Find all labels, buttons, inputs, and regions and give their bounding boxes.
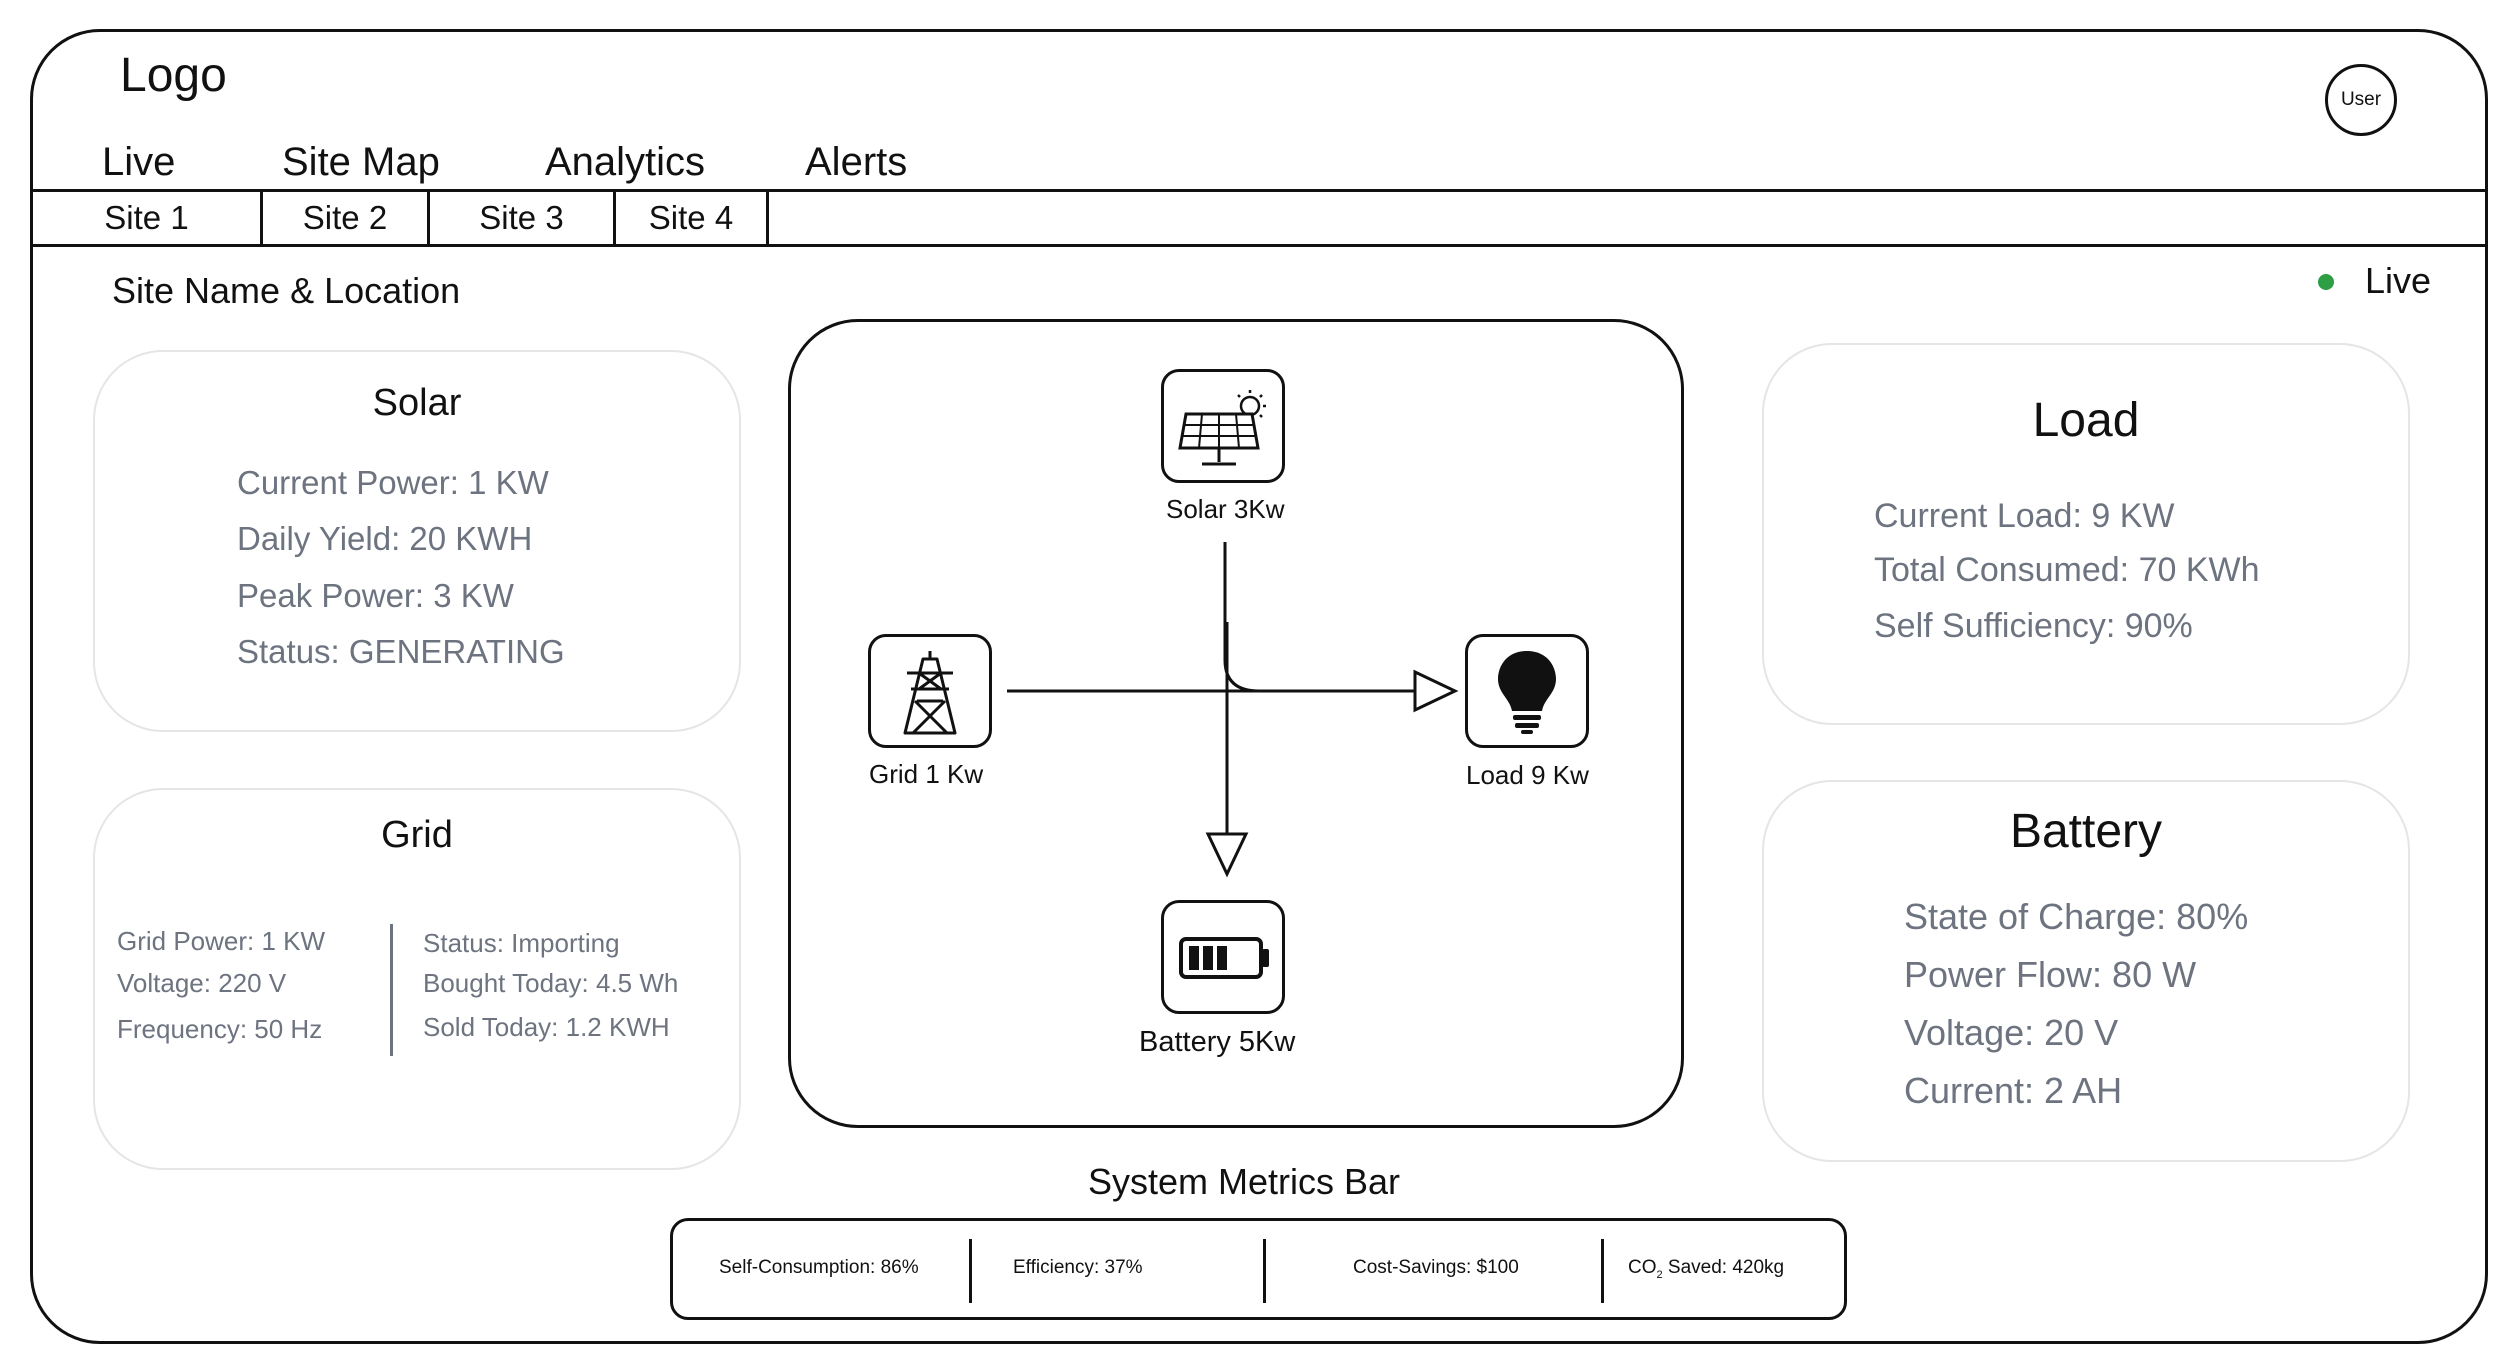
grid-node[interactable] (868, 634, 992, 748)
grid-node-label: Grid 1 Kw (869, 759, 984, 789)
lightbulb-icon (1498, 651, 1556, 734)
solar-stat: Current Power: 1 KW (237, 464, 549, 501)
metric-efficiency: Efficiency: 37% (1013, 1257, 1143, 1278)
battery-stat: Current: 2 AH (1904, 1070, 2123, 1111)
grid-stat: Status: Importing (423, 928, 620, 958)
grid-column-divider (390, 924, 393, 1056)
metric-divider (1601, 1239, 1604, 1303)
metric-cost-savings: Cost-Savings: $100 (1353, 1257, 1519, 1278)
metric-divider (969, 1239, 972, 1303)
co2-subscript: 2 (1656, 1268, 1663, 1281)
battery-card-title: Battery (2009, 805, 2163, 858)
metrics-bar-title: System Metrics Bar (1088, 1161, 1401, 1202)
solar-to-load-curve (1223, 542, 1260, 693)
load-stat: Current Load: 9 KW (1874, 497, 2175, 535)
nav-divider (33, 189, 2485, 192)
page-title: Site Name & Location (112, 270, 461, 311)
load-node-label: Load 9 Kw (1466, 760, 1589, 790)
grid-stat: Frequency: 50 Hz (117, 1014, 323, 1044)
grid-card-title: Grid (381, 814, 453, 856)
tab-site-2[interactable]: Site 2 (263, 192, 430, 244)
tab-site-4-label: Site 4 (648, 199, 734, 236)
solar-card: Solar Current Power: 1 KW Daily Yield: 2… (93, 350, 741, 732)
grid-card: Grid Grid Power: 1 KW Voltage: 220 V Fre… (93, 788, 741, 1170)
load-card: Load Current Load: 9 KW Total Consumed: … (1762, 343, 2410, 725)
co2-prefix: CO (1628, 1257, 1657, 1278)
load-node[interactable] (1465, 634, 1589, 748)
grid-stat: Grid Power: 1 KW (117, 926, 326, 956)
battery-card: Battery State of Charge: 80% Power Flow:… (1762, 780, 2410, 1162)
metric-self-consumption: Self-Consumption: 86% (719, 1257, 919, 1278)
solar-stat: Status: GENERATING (237, 633, 565, 670)
live-status-dot (2318, 274, 2334, 290)
tab-site-1[interactable]: Site 1 (33, 192, 263, 244)
app-frame (30, 29, 2488, 1344)
tab-site-3[interactable]: Site 3 (430, 192, 616, 244)
solar-node[interactable] (1161, 369, 1285, 483)
battery-arrowhead (1205, 832, 1249, 878)
logo[interactable]: Logo (120, 49, 227, 102)
nav-live[interactable]: Live (102, 140, 176, 184)
system-metrics-bar: Self-Consumption: 86% Efficiency: 37% Co… (670, 1218, 1847, 1320)
tab-site-1-label: Site 1 (104, 199, 189, 236)
user-avatar[interactable]: User (2325, 64, 2397, 136)
load-stat: Self Sufficiency: 90% (1874, 607, 2193, 645)
power-tower-icon (903, 651, 957, 735)
nav-site-map[interactable]: Site Map (282, 140, 440, 184)
live-status-label: Live (2365, 260, 2432, 301)
energy-flow-diagram: Solar 3Kw Grid 1 Kw Load 9 Kw (788, 319, 1684, 1128)
battery-node[interactable] (1161, 900, 1285, 1014)
nav-analytics[interactable]: Analytics (545, 140, 706, 184)
tab-site-4[interactable]: Site 4 (616, 192, 769, 244)
battery-node-label: Battery 5Kw (1139, 1026, 1296, 1058)
load-card-title: Load (2032, 394, 2140, 447)
solar-stat: Peak Power: 3 KW (237, 577, 514, 614)
solar-panel-icon (1178, 390, 1266, 466)
tabs-divider (33, 244, 2485, 247)
solar-node-label: Solar 3Kw (1166, 494, 1285, 524)
load-arrowhead (1413, 669, 1459, 713)
battery-stat: State of Charge: 80% (1904, 896, 2249, 937)
metric-co2-saved: CO2 Saved: 420kg (1628, 1257, 1784, 1281)
metric-divider (1263, 1239, 1266, 1303)
grid-stat: Voltage: 220 V (117, 968, 287, 998)
battery-stat: Power Flow: 80 W (1904, 954, 2197, 995)
co2-rest: Saved: 420kg (1662, 1257, 1785, 1278)
battery-icon (1179, 937, 1269, 979)
tab-site-3-label: Site 3 (479, 199, 564, 236)
load-stat: Total Consumed: 70 KWh (1874, 551, 2260, 589)
grid-stat: Bought Today: 4.5 Wh (423, 968, 679, 998)
battery-stat: Voltage: 20 V (1904, 1012, 2119, 1053)
solar-card-title: Solar (372, 382, 462, 424)
grid-stat: Sold Today: 1.2 KWH (423, 1012, 670, 1042)
nav-alerts[interactable]: Alerts (805, 140, 908, 184)
solar-stat: Daily Yield: 20 KWH (237, 520, 533, 557)
user-label: User (2340, 89, 2382, 110)
tab-site-2-label: Site 2 (302, 199, 388, 236)
